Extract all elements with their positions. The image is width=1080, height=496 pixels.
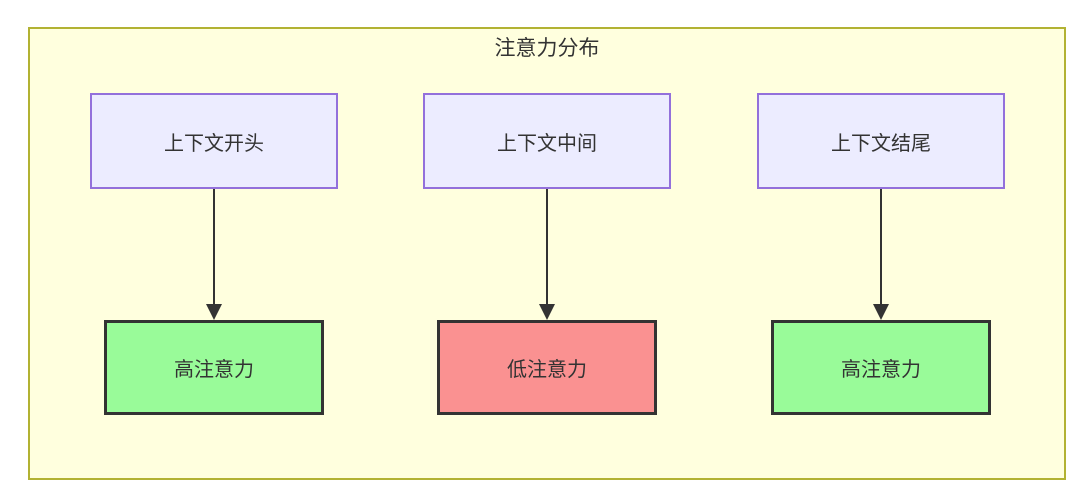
target-node-label: 低注意力 <box>507 359 587 381</box>
flow-column-context-middle: 上下文中间 低注意力 <box>423 93 671 415</box>
source-node-context-end: 上下文结尾 <box>757 93 1005 189</box>
diagram-title: 注意力分布 <box>494 37 600 60</box>
arrow-down-connector <box>206 189 222 320</box>
arrow-down-connector <box>539 189 555 320</box>
source-node-label: 上下文结尾 <box>831 132 931 155</box>
source-node-context-start: 上下文开头 <box>90 93 338 189</box>
target-node-low-attention: 低注意力 <box>437 320 657 415</box>
arrow-down-connector <box>873 189 889 320</box>
target-node-high-attention-1: 高注意力 <box>104 320 324 415</box>
target-node-label: 高注意力 <box>174 359 254 381</box>
flow-column-context-start: 上下文开头 高注意力 <box>90 93 338 415</box>
source-node-label: 上下文开头 <box>164 132 264 155</box>
source-node-context-middle: 上下文中间 <box>423 93 671 189</box>
target-node-high-attention-2: 高注意力 <box>771 320 991 415</box>
target-node-label: 高注意力 <box>841 359 921 381</box>
flow-column-context-end: 上下文结尾 高注意力 <box>757 93 1005 415</box>
source-node-label: 上下文中间 <box>497 132 597 155</box>
attention-distribution-container: 注意力分布 上下文开头 高注意力 上下文中间 低注意力 <box>28 27 1066 480</box>
